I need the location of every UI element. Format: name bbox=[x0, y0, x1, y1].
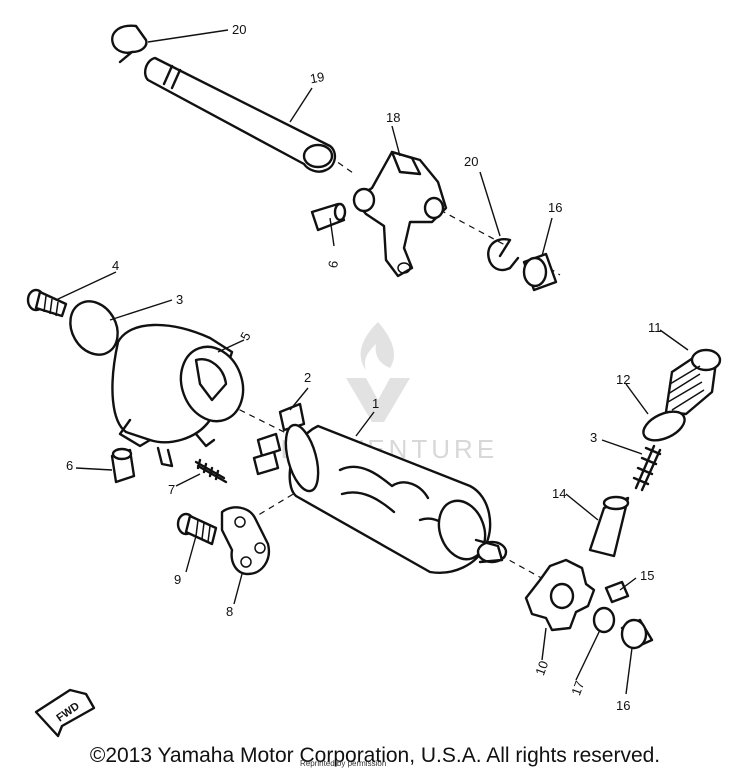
shift-arm-part-18 bbox=[352, 150, 448, 278]
callout-14: 14 bbox=[552, 486, 566, 501]
circlip-part-20-upper bbox=[111, 24, 148, 64]
spring-part-3 bbox=[632, 444, 662, 492]
oil-seal-part-16-lower bbox=[620, 618, 654, 650]
pin-part-15 bbox=[604, 580, 630, 604]
callout-3-left: 3 bbox=[176, 292, 183, 307]
callout-3-right: 3 bbox=[590, 430, 597, 445]
callout-11: 11 bbox=[648, 320, 662, 335]
callout-16-upper: 16 bbox=[548, 200, 562, 215]
callout-19: 19 bbox=[309, 69, 326, 86]
callout-7: 7 bbox=[168, 482, 175, 497]
callout-17: 17 bbox=[568, 679, 587, 698]
washer-part-3 bbox=[69, 300, 119, 356]
forward-arrow-icon bbox=[34, 688, 96, 738]
callout-20-right: 20 bbox=[464, 154, 478, 169]
callout-12: 12 bbox=[616, 372, 630, 387]
copyright-notice: ©2013 Yamaha Motor Corporation, U.S.A. A… bbox=[89, 744, 661, 767]
callout-20-upper: 20 bbox=[232, 22, 246, 37]
callout-2: 2 bbox=[304, 370, 311, 385]
shift-drum-housing-part-5 bbox=[111, 323, 245, 468]
gasket-part-12 bbox=[642, 410, 686, 442]
dowel-pin-part-6-lower bbox=[110, 447, 136, 484]
segment-part-10 bbox=[524, 558, 596, 632]
shift-drum-part-1 bbox=[284, 423, 508, 574]
oil-seal-part-16-upper bbox=[522, 252, 558, 292]
reprint-notice: Reprinted by permission bbox=[300, 759, 387, 768]
spring-pin-part-7 bbox=[194, 458, 228, 484]
callout-6-lower: 6 bbox=[66, 458, 73, 473]
bolt-part-9 bbox=[176, 512, 218, 546]
callout-5: 5 bbox=[237, 329, 254, 343]
drum-pins-part-2 bbox=[252, 402, 306, 476]
callout-10: 10 bbox=[532, 659, 551, 678]
bolt-part-4 bbox=[26, 288, 68, 318]
dowel-pin-part-6-upper bbox=[310, 202, 347, 232]
callout-4: 4 bbox=[112, 258, 119, 273]
watermark-flame-icon bbox=[360, 322, 394, 370]
watermark-v-icon bbox=[346, 378, 410, 422]
stopper-plate-part-8 bbox=[220, 506, 271, 576]
callout-9: 9 bbox=[174, 572, 181, 587]
callout-15: 15 bbox=[640, 568, 654, 583]
washer-part-17 bbox=[592, 606, 616, 634]
shift-shaft-part-19 bbox=[144, 56, 337, 173]
forward-arrow: FWD bbox=[34, 688, 96, 738]
callout-1: 1 bbox=[372, 396, 379, 411]
callout-18: 18 bbox=[386, 110, 400, 125]
callout-8: 8 bbox=[226, 604, 233, 619]
plunger-part-14 bbox=[588, 495, 630, 558]
circlip-part-20-right bbox=[487, 238, 520, 272]
neutral-plug-part-11 bbox=[664, 348, 722, 416]
leader-lines bbox=[55, 29, 689, 695]
callout-6-upper: 6 bbox=[325, 259, 341, 269]
callout-16-lower: 16 bbox=[616, 698, 630, 713]
